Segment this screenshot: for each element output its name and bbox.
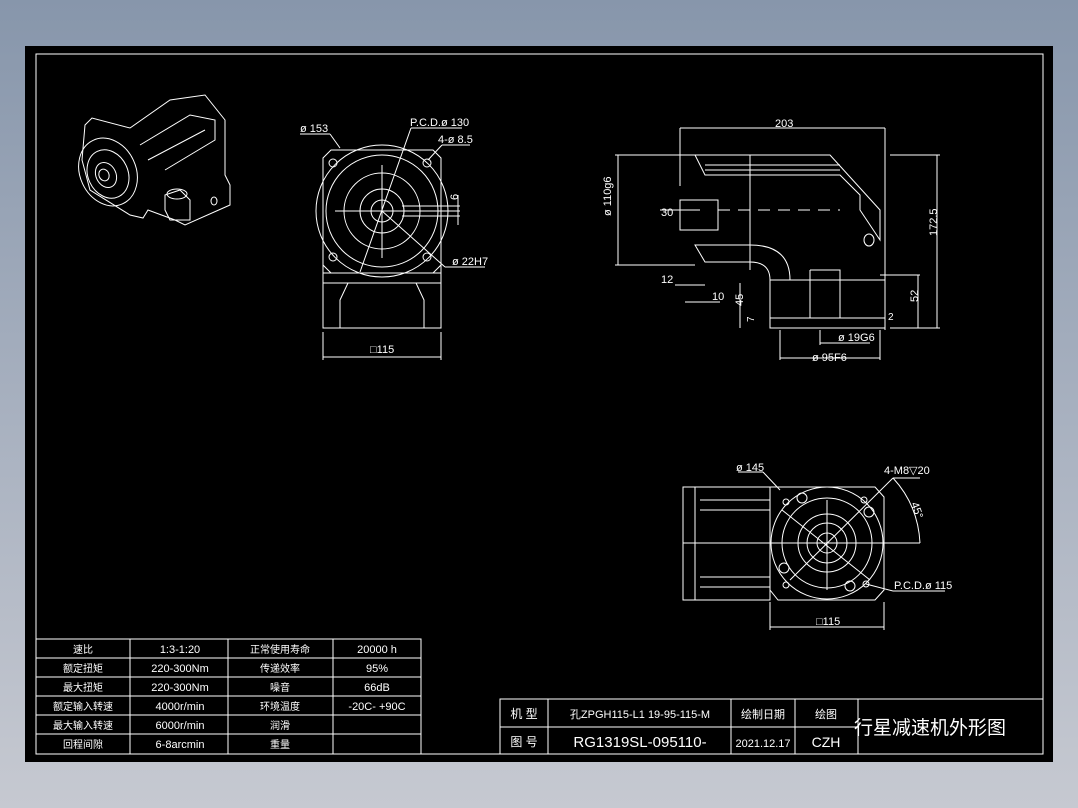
spec-value: 220-300Nm [151,682,208,694]
spec-key: 环境温度 [260,700,300,713]
spec-key: 回程间隙 [63,738,103,751]
title-block: 机 型 孔ZPGH115-L1 19-95-115-M 绘制日期 绘图 图 号 … [499,698,1044,755]
dim-tapped-holes: 4-M8▽20 [884,465,930,477]
spec-key: 重量 [270,738,290,751]
dim-angle: 45° [908,501,925,521]
dim-square: □115 [370,344,394,356]
drawing-sheet: ø 153 P.C.D.ø 130 4-ø 8.5 6 ø 22H7 □115 [35,53,1044,755]
drawing-no-label: 图 号 [510,735,537,749]
dim-holes: 4-ø 8.5 [438,134,473,146]
dim-pcd: P.C.D.ø 130 [410,117,469,129]
dim-outer-dia: ø 145 [736,462,764,474]
dim-length: 203 [775,118,793,130]
spec-value: 20000 h [357,644,397,656]
spec-key: 传递效率 [260,662,300,675]
dim-outer-dia: ø 153 [300,123,328,135]
dim-52: 52 [909,290,921,302]
date-label: 绘制日期 [741,707,785,721]
spec-key: 正常使用寿命 [250,643,310,656]
spec-key: 最大扭矩 [63,681,103,694]
spec-value: 95% [366,663,388,675]
dim-7: 7 [746,316,757,322]
dim-square: □115 [816,616,840,628]
isometric-view [78,94,231,226]
dim-pilot: ø 95F6 [812,352,847,364]
cad-canvas: ø 153 P.C.D.ø 130 4-ø 8.5 6 ø 22H7 □115 [25,46,1053,762]
spec-key: 额定输入转速 [53,700,113,713]
spec-table: 速比 1:3-1:20 正常使用寿命 20000 h 额定扭矩 220-300N… [35,638,422,755]
spec-value: -20C- +90C [348,701,405,713]
spec-value: 6-8arcmin [156,739,205,751]
spec-value: 220-300Nm [151,663,208,675]
spec-key: 额定扭矩 [63,662,103,675]
drawing-no-value: RG1319SL-095110- [573,734,706,751]
side-view: 203 ø 110g6 30 12 10 45 7 52 172.5 2 ø 1… [602,118,940,364]
date-value: 2021.12.17 [735,738,790,750]
spec-value: 6000r/min [156,720,205,732]
dim-shaft-length: 30 [661,207,673,219]
dim-12: 12 [661,274,673,286]
dim-height: 172.5 [928,208,940,236]
model-label: 机 型 [510,707,537,721]
drawn-value: CZH [812,734,841,750]
front-view: ø 153 P.C.D.ø 130 4-ø 8.5 6 ø 22H7 □115 [300,117,488,360]
spec-key: 最大输入转速 [53,719,113,732]
dim-key: 6 [449,194,461,200]
dim-bore: ø 19G6 [838,332,875,344]
spec-value: 4000r/min [156,701,205,713]
spec-key: 速比 [73,644,93,656]
drawn-label: 绘图 [815,707,837,721]
dim-45: 45 [734,294,746,306]
dim-2: 2 [888,312,894,323]
dim-pcd: P.C.D.ø 115 [894,580,952,592]
dim-10: 10 [712,291,724,303]
drawing-title: 行星减速机外形图 [854,717,1006,739]
dim-flange-dia: ø 110g6 [602,176,614,216]
spec-key: 润滑 [270,719,290,732]
model-value: 孔ZPGH115-L1 19-95-115-M [570,708,710,721]
bottom-view: ø 145 4-M8▽20 45° P.C.D.ø 115 □115 [682,462,952,630]
dim-bore: ø 22H7 [452,256,488,268]
spec-value: 1:3-1:20 [160,644,200,656]
spec-key: 噪音 [270,681,290,694]
spec-value: 66dB [364,682,390,694]
